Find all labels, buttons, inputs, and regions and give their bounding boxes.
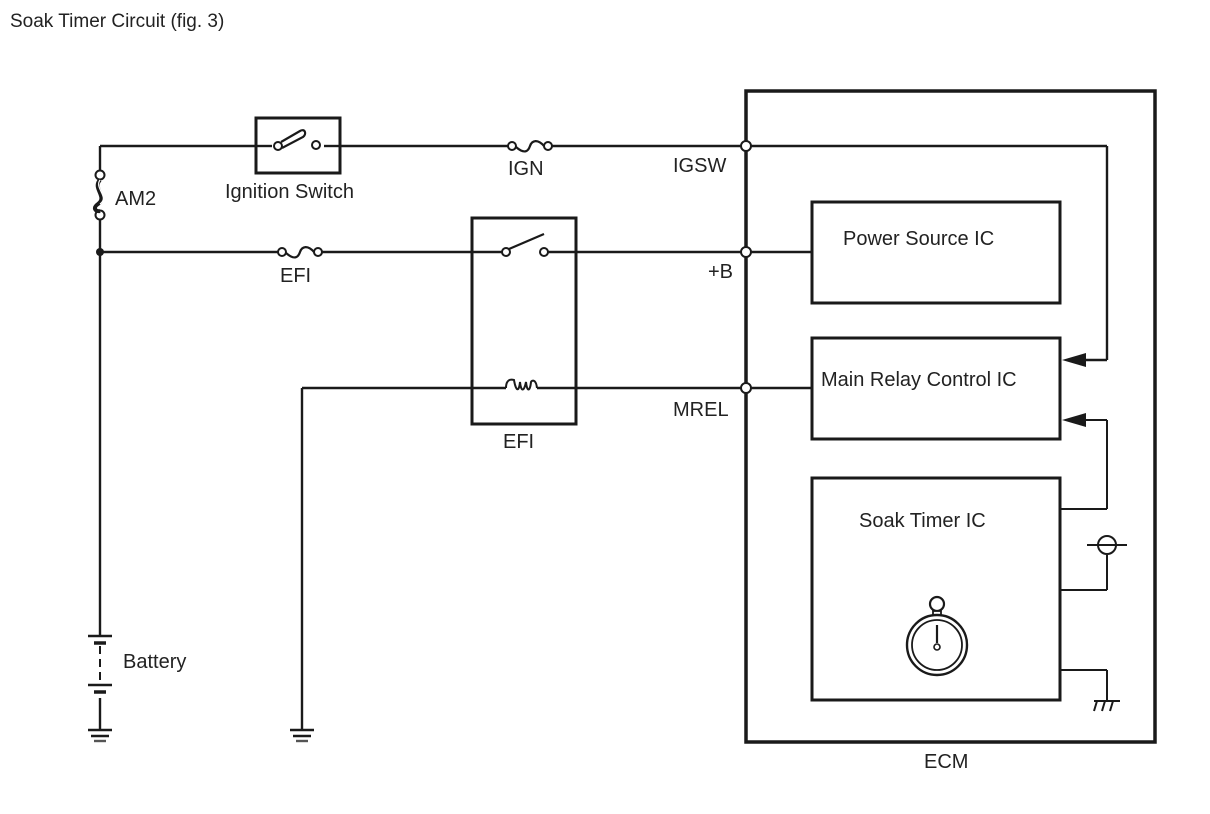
am2-label: AM2 <box>115 188 156 210</box>
efi-fuse-label: EFI <box>280 265 311 287</box>
chassis-ground-icon <box>1060 669 1120 712</box>
plus-b-label: +B <box>708 261 733 283</box>
main-relay-control-ic-label: Main Relay Control IC <box>821 369 1017 391</box>
igsw-label: IGSW <box>673 155 726 177</box>
stopwatch-icon <box>905 595 969 677</box>
battery-label: Battery <box>123 651 186 673</box>
ign-fuse-label: IGN <box>508 158 544 180</box>
power-source-ic-label: Power Source IC <box>843 228 994 250</box>
ecm-label: ECM <box>924 751 968 773</box>
main-relay-control-ic-block <box>810 336 1062 441</box>
timer-output-wire <box>1060 419 1108 510</box>
igsw-input-arrow <box>1062 353 1086 367</box>
timer-input-arrow <box>1062 413 1086 427</box>
power-source-ic-block <box>810 200 1062 305</box>
ign-fuse <box>507 140 553 153</box>
efi-fuse <box>277 246 323 259</box>
mrel-terminal <box>740 382 752 394</box>
battery-ground-icon <box>88 728 112 743</box>
efi-relay-label: EFI <box>503 431 534 453</box>
ign-line-wire <box>100 144 1109 362</box>
battery-symbol <box>88 634 112 694</box>
soak-timer-ic-label: Soak Timer IC <box>859 510 986 532</box>
efi-relay <box>470 216 578 426</box>
ecm-enclosure <box>744 89 1157 744</box>
am2-fusible-link <box>92 169 106 221</box>
diagram-title: Soak Timer Circuit (fig. 3) <box>10 11 224 32</box>
relay-coil-icon <box>505 378 538 391</box>
ignition-switch-label: Ignition Switch <box>225 181 354 203</box>
mrel-label: MREL <box>673 399 729 421</box>
power-supply-symbol <box>1060 535 1127 591</box>
ignition-switch <box>254 116 342 175</box>
mrel-line-wire <box>300 386 812 730</box>
plus-b-terminal <box>740 246 752 258</box>
relay-coil-ground-icon <box>290 728 314 743</box>
igsw-terminal <box>740 140 752 152</box>
